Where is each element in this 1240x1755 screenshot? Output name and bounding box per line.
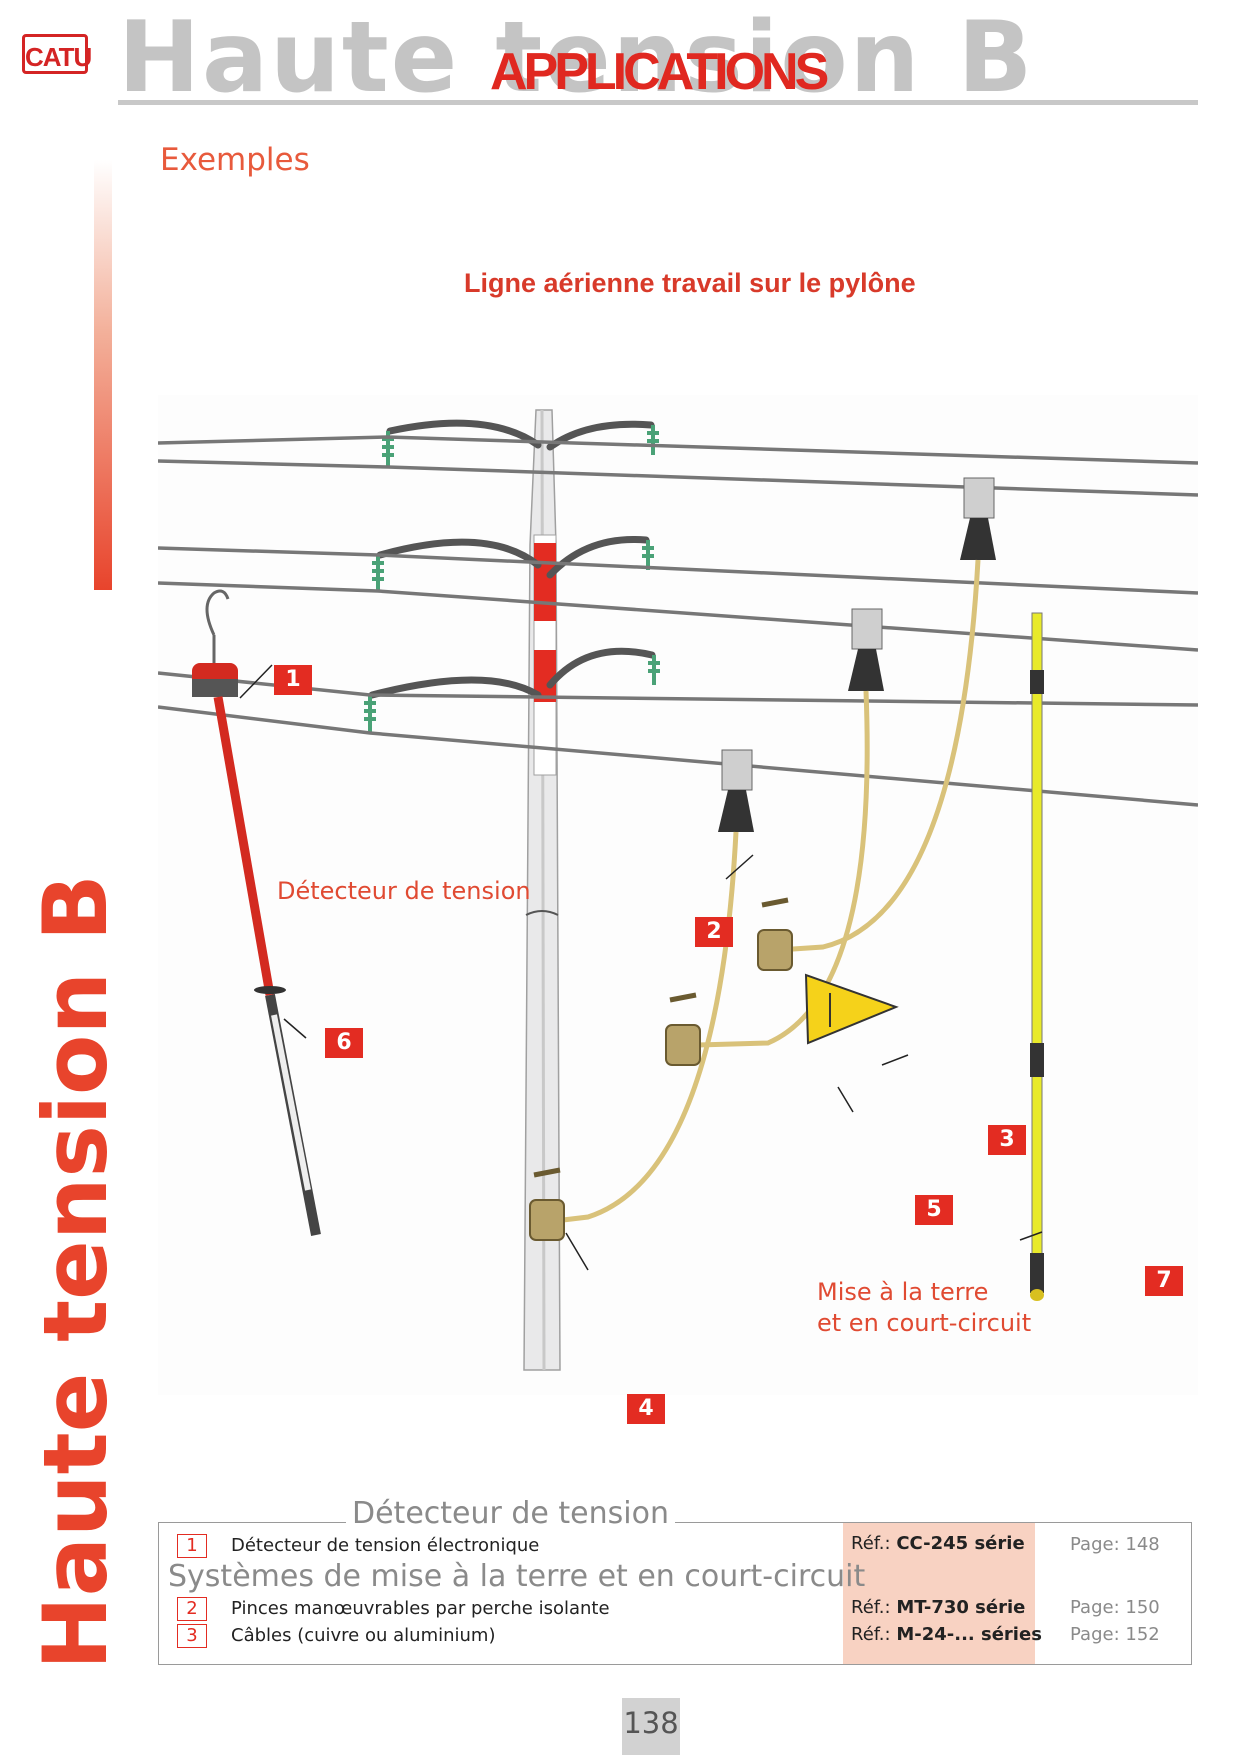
callout-7: 7 xyxy=(1145,1266,1183,1296)
table-row-page: Page: 148 xyxy=(1070,1534,1160,1555)
insulating-pole xyxy=(1030,612,1044,1301)
table-row-number: 2 xyxy=(177,1597,207,1621)
callout-5: 5 xyxy=(915,1195,953,1225)
header-rule xyxy=(118,100,1198,105)
table-row-description: Câbles (cuivre ou aluminium) xyxy=(231,1625,496,1646)
conductors xyxy=(158,435,1198,807)
earthing-warning-sign xyxy=(804,973,899,1045)
callout-leaders xyxy=(239,664,1043,1271)
section-title: Exemples xyxy=(160,142,310,178)
side-gradient-bar xyxy=(94,160,112,590)
table-row-number: 3 xyxy=(177,1624,207,1648)
table-row-reference: Réf.: MT-730 série xyxy=(851,1597,1026,1618)
table-row-page: Page: 150 xyxy=(1070,1597,1160,1618)
table-heading-detector: Détecteur de tension xyxy=(346,1496,675,1531)
catu-logo: CATU xyxy=(22,34,92,74)
side-title: Haute tension B xyxy=(24,874,127,1670)
earthing-label-line1: Mise à la terre xyxy=(817,1278,989,1306)
page-number-box xyxy=(622,1698,680,1755)
table-row-reference: Réf.: M-24-... séries xyxy=(851,1624,1042,1645)
page-number: 138 xyxy=(623,1706,679,1740)
header-background-title: Haute tension B xyxy=(118,1,1035,115)
callout-3: 3 xyxy=(988,1125,1026,1155)
header-title: APPLICATIONS xyxy=(490,43,829,101)
detector-label: Détecteur de tension xyxy=(277,877,531,905)
earthing-label-line2: et en court-circuit xyxy=(817,1309,1032,1337)
callout-1: 1 xyxy=(274,665,312,695)
table-row-description: Pinces manœuvrables par perche isolante xyxy=(231,1598,610,1619)
insulators xyxy=(364,425,660,733)
table-row-page: Page: 152 xyxy=(1070,1624,1160,1645)
ground-clamps xyxy=(529,897,793,1241)
reference-column xyxy=(843,1523,1035,1664)
scene-title: Ligne aérienne travail sur le pylône xyxy=(464,268,916,298)
overhead-line-illustration xyxy=(158,395,1198,1395)
callout-2: 2 xyxy=(695,917,733,947)
callout-6: 6 xyxy=(325,1028,363,1058)
voltage-detector-pole xyxy=(192,589,321,1236)
earthing-clamps xyxy=(718,477,996,832)
callout-4: 4 xyxy=(627,1394,665,1424)
reference-table xyxy=(158,1522,1192,1665)
table-row-description: Détecteur de tension électronique xyxy=(231,1535,540,1556)
table-heading-earthing: Systèmes de mise à la terre et en court-… xyxy=(168,1559,866,1594)
table-row-number: 1 xyxy=(177,1534,207,1558)
table-row-reference: Réf.: CC-245 série xyxy=(851,1533,1025,1554)
crossarms xyxy=(368,419,656,699)
